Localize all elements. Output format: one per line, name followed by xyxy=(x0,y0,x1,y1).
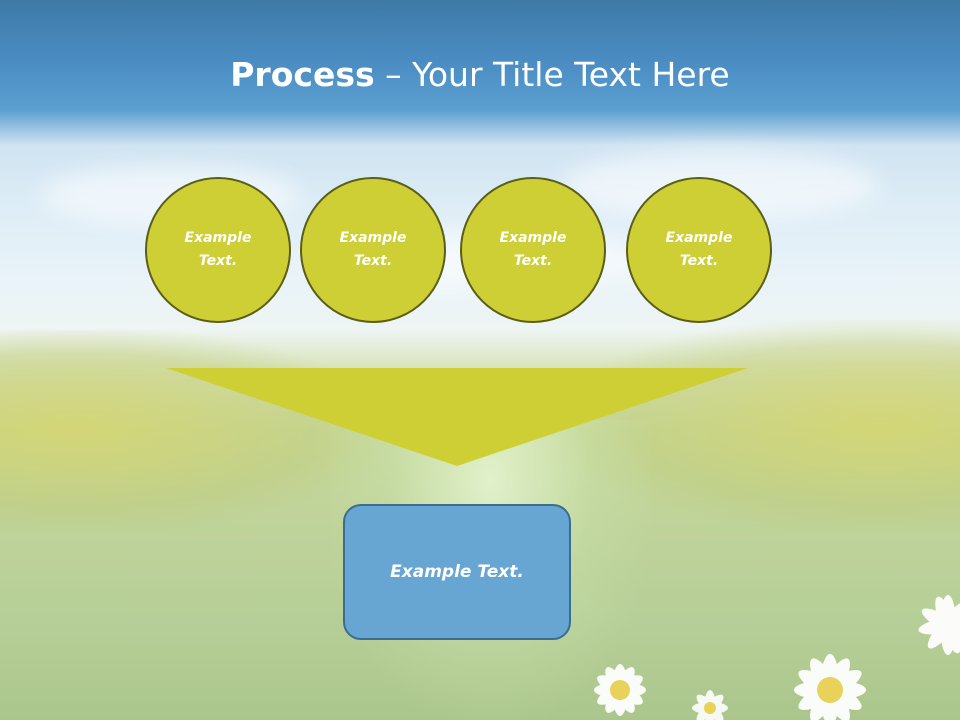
result-box-label: Example Text. xyxy=(390,562,524,582)
step-circle-1: Example Text. xyxy=(145,177,291,323)
flower-field-left xyxy=(0,330,380,530)
step-circle-2: Example Text. xyxy=(300,177,446,323)
result-box: Example Text. xyxy=(343,504,571,640)
step-circle-4: Example Text. xyxy=(626,177,772,323)
daisy-icon xyxy=(794,654,866,720)
daisy-icon xyxy=(918,595,960,655)
funnel-triangle xyxy=(166,368,748,466)
step-circle-label: Example Text. xyxy=(499,230,567,269)
funnel-arrow xyxy=(166,368,748,466)
slide-title-bold: Process xyxy=(230,55,375,94)
slide-title-rest: – Your Title Text Here xyxy=(374,55,730,94)
step-circle-label: Example Text. xyxy=(339,230,407,269)
step-circle-label: Example Text. xyxy=(665,230,733,269)
step-circle-3: Example Text. xyxy=(460,177,606,323)
daisy-icon xyxy=(692,690,728,720)
step-circle-label: Example Text. xyxy=(184,230,252,269)
slide-title: Process – Your Title Text Here xyxy=(0,52,960,98)
daisy-icon xyxy=(594,664,646,716)
